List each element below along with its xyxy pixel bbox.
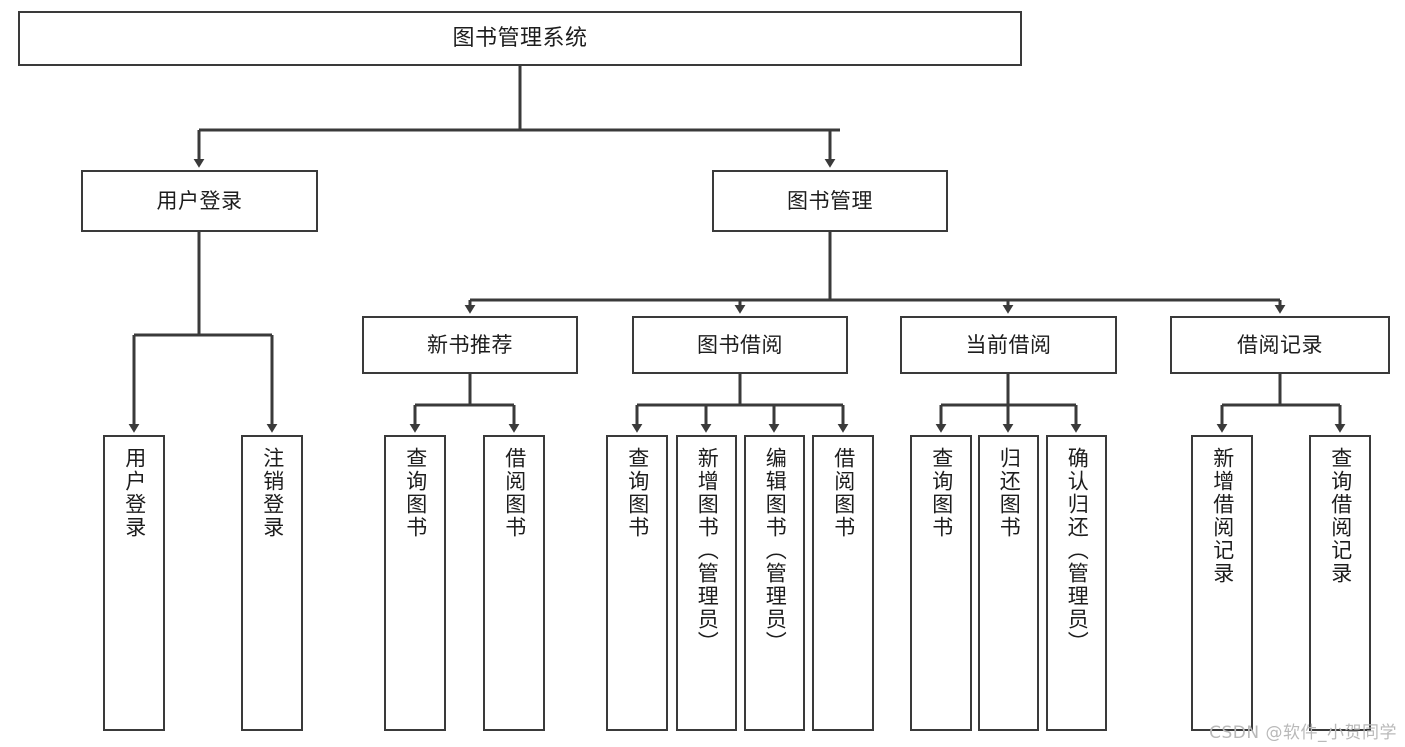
node-book-manage-label: 图书管理 <box>787 188 873 213</box>
leaf-return-book-label: 归还图书 <box>997 447 1022 539</box>
leaf-add-book[interactable]: 新增图书（管理员） <box>676 435 737 731</box>
leaf-user-login-label: 用户登录 <box>122 447 147 539</box>
leaf-query-book-3-label: 查询图书 <box>929 447 954 539</box>
leaf-query-record-label: 查询借阅记录 <box>1328 447 1353 585</box>
leaf-confirm-return-label: 确认归还（管理员） <box>1065 447 1090 654</box>
node-root-system-label: 图书管理系统 <box>452 25 588 51</box>
leaf-borrow-book-2[interactable]: 借阅图书 <box>812 435 874 731</box>
leaf-add-record[interactable]: 新增借阅记录 <box>1191 435 1253 731</box>
leaf-borrow-book-1-label: 借阅图书 <box>502 447 527 539</box>
leaf-return-book[interactable]: 归还图书 <box>978 435 1039 731</box>
leaf-borrow-book-1[interactable]: 借阅图书 <box>483 435 545 731</box>
leaf-query-book-1[interactable]: 查询图书 <box>384 435 446 731</box>
leaf-add-book-label: 新增图书（管理员） <box>695 447 720 654</box>
leaf-edit-book-label: 编辑图书（管理员） <box>763 447 788 654</box>
leaf-query-book-2-label: 查询图书 <box>625 447 650 539</box>
node-new-book-recommend-label: 新书推荐 <box>427 332 513 357</box>
leaf-add-record-label: 新增借阅记录 <box>1210 447 1235 585</box>
leaf-borrow-book-2-label: 借阅图书 <box>831 447 856 539</box>
node-current-borrow-label: 当前借阅 <box>965 332 1052 357</box>
node-new-book-recommend[interactable]: 新书推荐 <box>362 316 578 374</box>
node-book-borrow-label: 图书借阅 <box>697 332 783 357</box>
leaf-confirm-return[interactable]: 确认归还（管理员） <box>1046 435 1107 731</box>
node-borrow-record-label: 借阅记录 <box>1237 332 1323 357</box>
node-user-login[interactable]: 用户登录 <box>81 170 318 232</box>
leaf-query-record[interactable]: 查询借阅记录 <box>1309 435 1371 731</box>
leaf-user-login[interactable]: 用户登录 <box>103 435 165 731</box>
leaf-query-book-1-label: 查询图书 <box>403 447 428 539</box>
csdn-watermark: CSDN @软件_小贺同学 <box>1209 723 1397 743</box>
leaf-user-logout[interactable]: 注销登录 <box>241 435 303 731</box>
node-book-manage[interactable]: 图书管理 <box>712 170 948 232</box>
leaf-edit-book[interactable]: 编辑图书（管理员） <box>744 435 805 731</box>
leaf-query-book-2[interactable]: 查询图书 <box>606 435 668 731</box>
node-borrow-record[interactable]: 借阅记录 <box>1170 316 1390 374</box>
leaf-query-book-3[interactable]: 查询图书 <box>910 435 972 731</box>
node-current-borrow[interactable]: 当前借阅 <box>900 316 1117 374</box>
leaf-user-logout-label: 注销登录 <box>260 447 285 539</box>
node-root-system[interactable]: 图书管理系统 <box>18 11 1022 66</box>
node-user-login-label: 用户登录 <box>156 188 243 213</box>
node-book-borrow[interactable]: 图书借阅 <box>632 316 848 374</box>
